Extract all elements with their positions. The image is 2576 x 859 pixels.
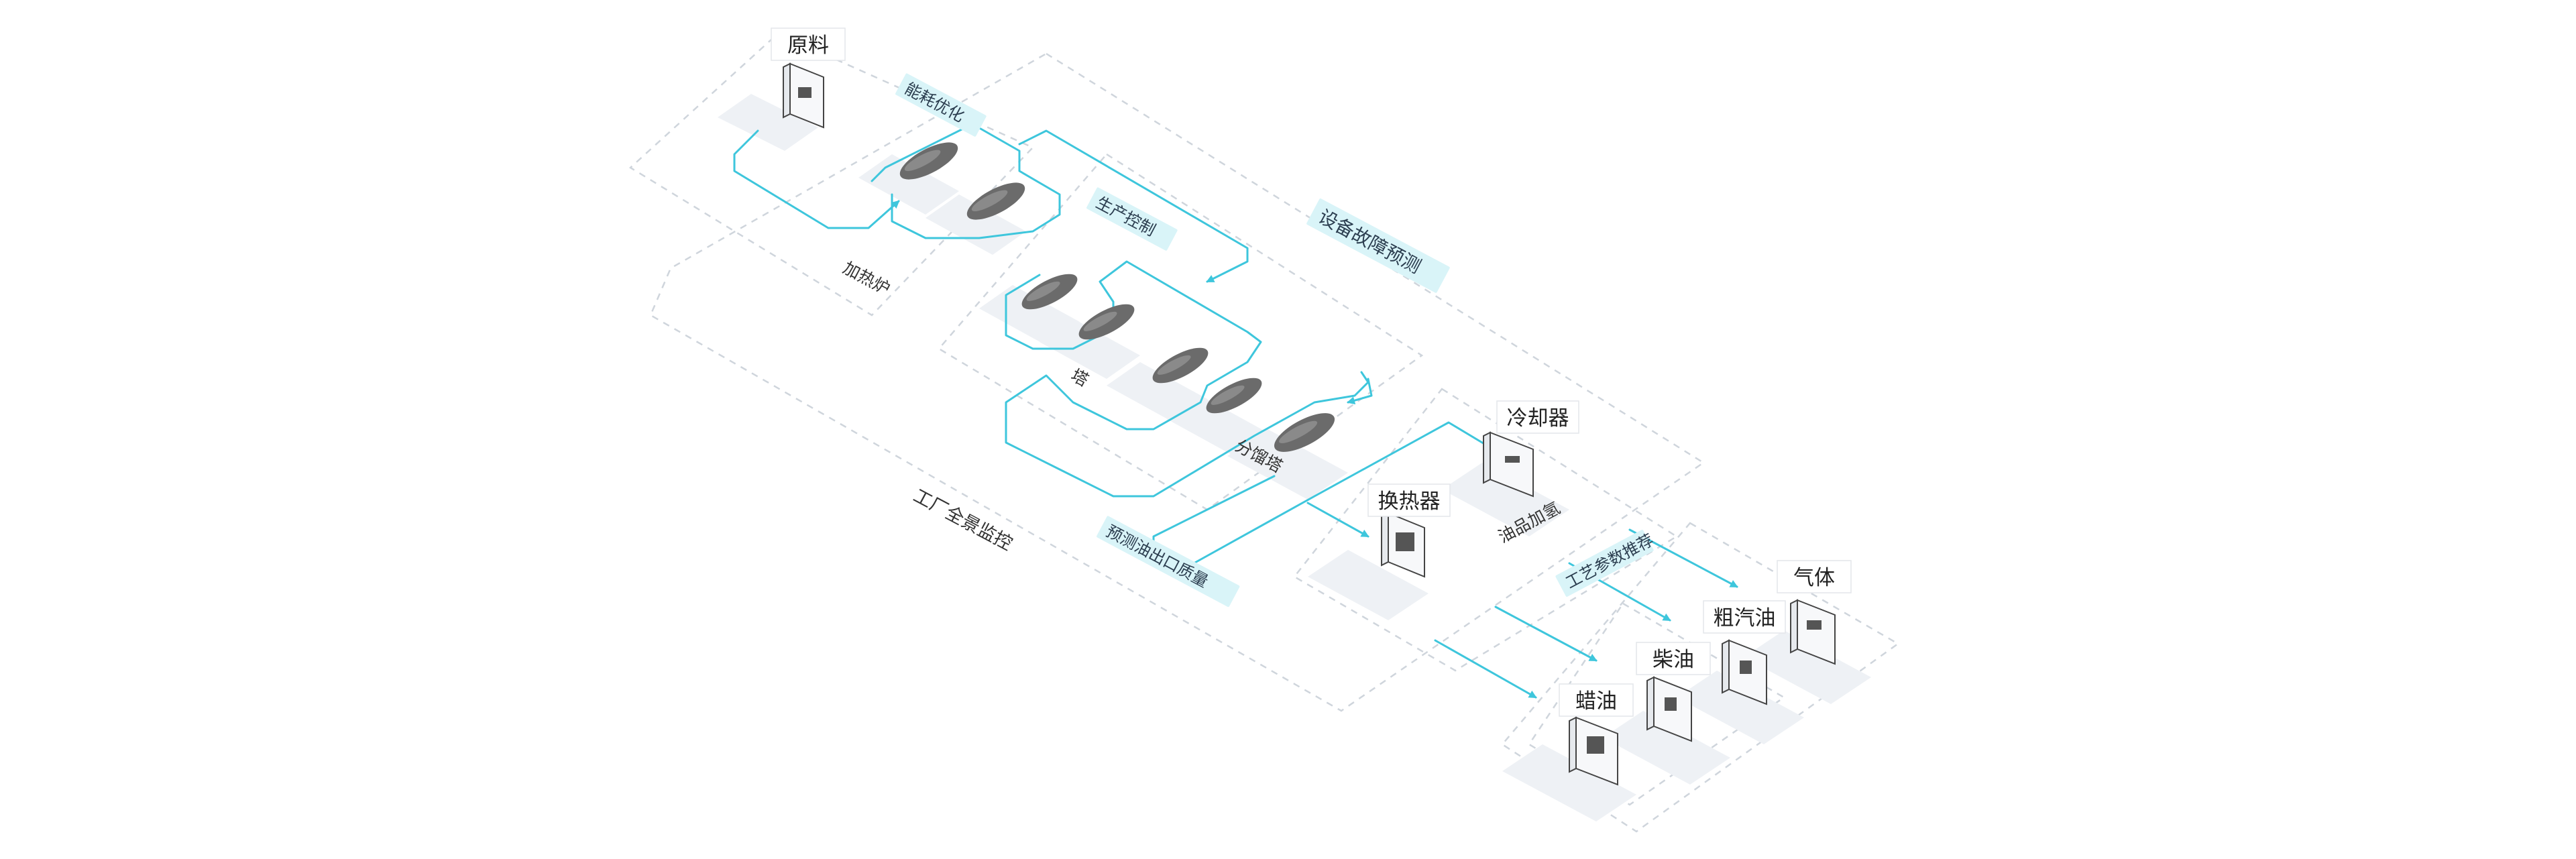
tile-cooler [1442, 463, 1569, 536]
tank-4 [1078, 304, 1135, 340]
tag-process-param-text: 工艺参数推荐 [1563, 531, 1657, 592]
tile-raw-material [718, 94, 818, 151]
flow-to-fractionator [1347, 378, 1373, 405]
label-heat-exchanger: 换热器 [1367, 483, 1451, 517]
zone-tower [938, 153, 1424, 511]
tag-equipment-fault-text: 设备故障预测 [1315, 206, 1424, 277]
label-crude-gasoline-text: 粗汽油 [1714, 606, 1776, 630]
flow-to-heat-exchanger [1306, 502, 1369, 538]
tile-tank-3 [979, 285, 1080, 345]
flow-raw-to-furnace [733, 129, 900, 229]
flow-tank-loop [871, 123, 1061, 239]
gas-box [1790, 599, 1836, 665]
tank-6 [1206, 378, 1262, 414]
zone-hydro [1293, 388, 1679, 672]
area-plant-monitoring: 工厂全景监控 [910, 485, 1015, 555]
cooler-icon [1505, 456, 1520, 463]
zone-main-plant [649, 52, 1705, 712]
label-gas: 气体 [1777, 560, 1852, 593]
flow-to-wax-oil [1434, 639, 1537, 699]
raw-material-box [783, 62, 824, 129]
label-raw-material-text: 原料 [787, 34, 829, 57]
node-labels: 原料 冷却器 换热器 气体 粗汽油 柴油 蜡油 [771, 27, 1852, 717]
area-tower: 塔 [1068, 366, 1091, 390]
label-gas-text: 气体 [1793, 566, 1835, 589]
tank-1 [899, 142, 958, 180]
area-heating-furnace: 加热炉 [840, 259, 893, 299]
tile-diesel [1603, 711, 1730, 785]
label-wax-oil: 蜡油 [1559, 683, 1634, 717]
tile-wax-oil [1502, 744, 1636, 821]
zone-heating-furnace [628, 32, 1035, 317]
tanks [899, 142, 1335, 452]
tile-heat-exchanger [1308, 550, 1429, 620]
wax-oil-box [1569, 716, 1618, 786]
exchanger-icon [1396, 532, 1414, 551]
tile-tank-2 [926, 194, 1026, 255]
flow-to-production [1018, 129, 1249, 283]
label-crude-gasoline: 粗汽油 [1703, 600, 1786, 634]
tag-energy-optimization: 能耗优化 [895, 73, 987, 137]
tile-fractionator [1227, 429, 1348, 500]
tag-equipment-fault: 设备故障预测 [1306, 198, 1450, 293]
device-icon [798, 87, 811, 98]
tile-tank-5 [1107, 362, 1207, 422]
label-cooler: 冷却器 [1496, 400, 1579, 434]
tag-production-control: 生产控制 [1086, 187, 1178, 251]
tank-3 [1021, 274, 1078, 310]
cooler-box [1483, 431, 1534, 498]
tile-crude-gasoline [1677, 671, 1804, 744]
diesel-box [1646, 676, 1692, 742]
wax-oil-icon [1587, 736, 1604, 754]
label-heat-exchanger-text: 换热器 [1378, 490, 1441, 513]
tiles [718, 94, 1871, 821]
equipment [783, 62, 1836, 786]
label-cooler-text: 冷却器 [1507, 406, 1569, 430]
tag-outlet-quality-text: 预测油出口质量 [1103, 522, 1211, 591]
label-diesel: 柴油 [1636, 642, 1711, 675]
flow-to-diesel [1494, 606, 1598, 662]
flow-lines [733, 123, 1738, 699]
crude-gasoline-box [1722, 639, 1767, 705]
zone-products [1501, 522, 1900, 833]
tank-2 [966, 182, 1025, 220]
gasoline-icon [1740, 661, 1752, 674]
tag-process-param: 工艺参数推荐 [1555, 530, 1657, 597]
label-raw-material: 原料 [771, 27, 846, 61]
tile-gas [1744, 630, 1871, 704]
heat-exchanger-box [1381, 512, 1425, 578]
fractionator-tank [1274, 413, 1335, 452]
tank-5 [1152, 347, 1209, 384]
tags: 能耗优化 生产控制 设备故障预测 预测油出口质量 工艺参数推荐 [895, 73, 1657, 608]
tile-tank-4 [1040, 319, 1140, 379]
tile-tank-6 [1167, 396, 1268, 456]
diesel-icon [1665, 697, 1677, 711]
label-wax-oil-text: 蜡油 [1575, 689, 1617, 713]
label-diesel-text: 柴油 [1653, 648, 1694, 671]
gas-icon [1807, 620, 1822, 630]
